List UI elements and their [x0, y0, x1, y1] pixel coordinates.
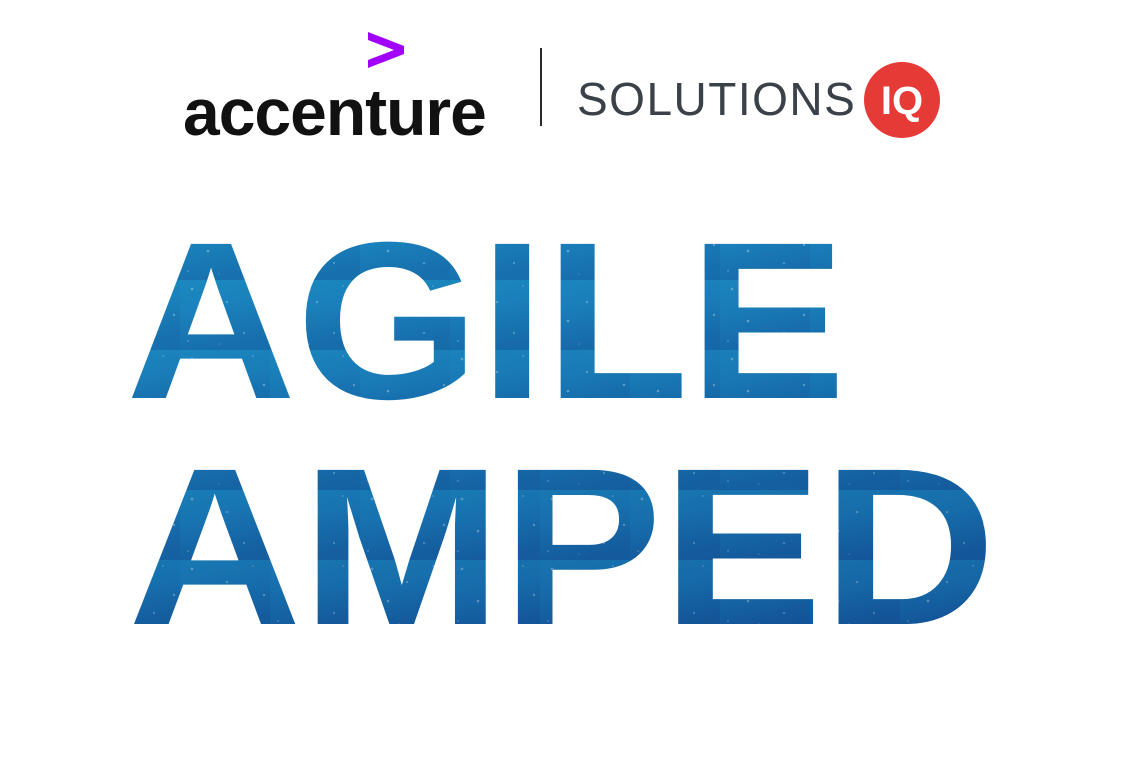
accenture-wordmark: accenture [183, 75, 487, 149]
headline-line-1: AGILE [126, 196, 846, 446]
iq-badge: IQ [864, 62, 940, 138]
headline-line-2: AMPED [128, 422, 996, 672]
logo-row: accenture SOLUTIONS IQ [0, 0, 1126, 150]
iq-badge-text: IQ [881, 79, 923, 123]
solutions-wordmark: SOLUTIONS [577, 73, 857, 125]
logo-divider [540, 48, 542, 126]
accenture-logo: accenture [183, 32, 513, 149]
accenture-accent-mark [368, 32, 404, 68]
